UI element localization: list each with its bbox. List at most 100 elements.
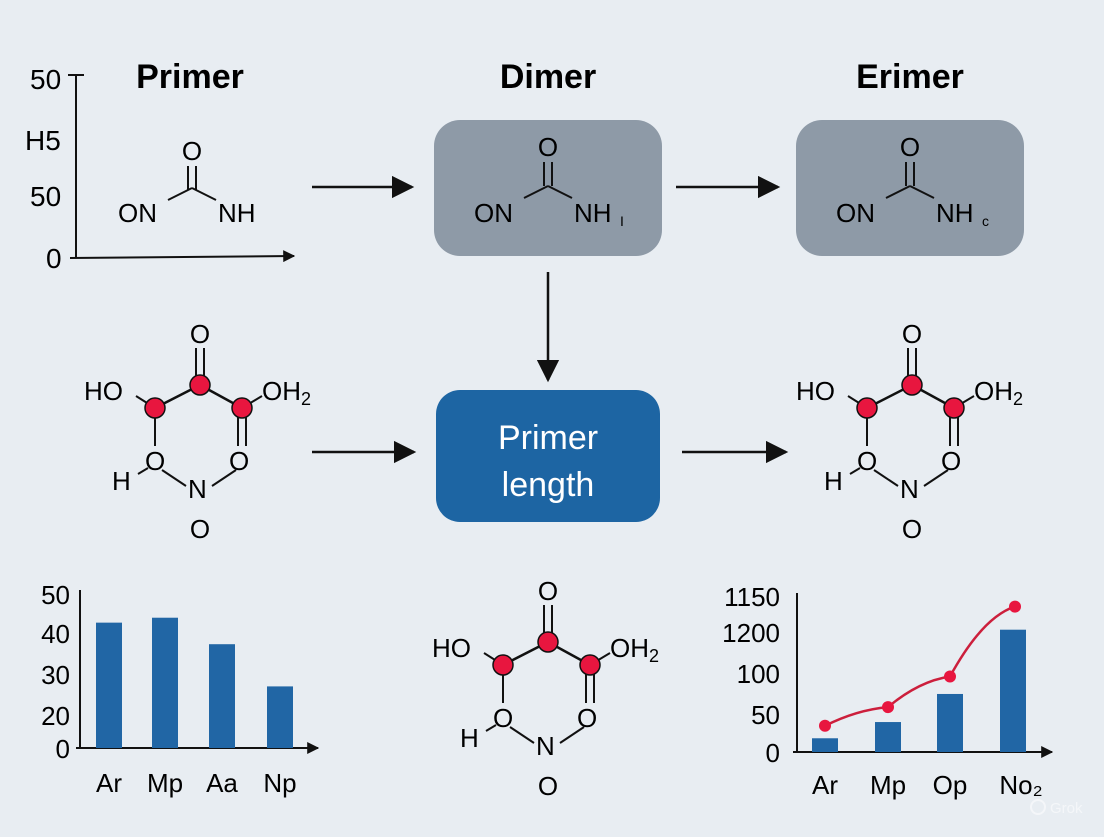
grok-logo-icon <box>1030 799 1046 815</box>
bar-chart-left-category-label: Ar <box>96 768 122 798</box>
atom-label: HO <box>796 376 835 406</box>
atom-label: O <box>941 446 961 476</box>
top-left-tick-label: 50 <box>30 181 61 212</box>
ring-node <box>943 397 965 419</box>
combo-chart-right-tick-label: 50 <box>751 700 780 730</box>
atom-label: OH <box>262 376 301 406</box>
bond <box>509 726 535 744</box>
atom-label: H <box>824 466 843 496</box>
ring-node <box>901 374 923 396</box>
bond <box>885 185 911 199</box>
combo-chart-right-category-label: Ar <box>812 770 838 800</box>
atom-label: HO <box>432 633 471 663</box>
bar-chart-left-category-label: Np <box>263 768 296 798</box>
bar-chart-left-category-label: Aa <box>206 768 238 798</box>
atom-label: O <box>182 136 202 166</box>
atom-label: O <box>145 446 165 476</box>
ring-molecule-bottom-holder: O HO OH 2 O O H N O <box>432 576 659 801</box>
bar <box>812 738 838 752</box>
bar-chart-left-category-label: Mp <box>147 768 183 798</box>
erimer-box <box>796 120 1024 256</box>
bond <box>559 726 585 744</box>
watermark: Grok <box>1030 799 1083 817</box>
dimer-box <box>434 120 662 256</box>
bond <box>923 469 949 487</box>
bar <box>209 644 235 748</box>
primer-length-box <box>436 390 660 522</box>
primer-length-line1: Primer <box>498 419 598 457</box>
molecule-dimer: O ON NH I <box>474 132 624 229</box>
bond <box>523 185 549 199</box>
bond <box>161 469 187 487</box>
ring-node <box>537 631 559 653</box>
atom-subscript: 2 <box>301 389 311 409</box>
atom-subscript: I <box>620 213 624 229</box>
bar-chart-left-tick-label: 0 <box>56 734 70 764</box>
ring-molecule-right: O HO OH 2 O O H N O <box>796 319 1023 544</box>
atom-label: N <box>188 474 207 504</box>
combo-chart-right-category-label: No₂ <box>999 770 1042 800</box>
bond <box>211 469 237 487</box>
atom-label: HO <box>84 376 123 406</box>
atom-label: N <box>536 731 555 761</box>
bar <box>875 722 901 752</box>
atom-label: ON <box>118 198 157 228</box>
top-left-axes: 50 H5 50 0 <box>25 64 296 274</box>
top-left-x-axis <box>69 250 296 263</box>
ring-node <box>579 654 601 676</box>
bond <box>167 187 193 201</box>
atom-label: O <box>902 319 922 349</box>
bond <box>137 467 149 475</box>
atom-label: NH <box>218 198 256 228</box>
atom-label: O <box>538 576 558 606</box>
line-point <box>944 670 956 683</box>
top-left-tick-label: 50 <box>30 64 61 95</box>
ring-node <box>189 374 211 396</box>
atom-label: O <box>538 132 558 162</box>
bond <box>849 467 861 475</box>
bar-chart-left-tick-label: 30 <box>41 660 70 690</box>
atom-label: N <box>900 474 919 504</box>
ring-node <box>231 397 253 419</box>
ring-molecule-right-holder: O HO OH 2 O O H N O <box>796 319 1023 544</box>
bond <box>547 185 573 199</box>
combo-chart-right-tick-label: 0 <box>766 738 780 768</box>
atom-label: NH <box>936 198 974 228</box>
atom-label: ON <box>836 198 875 228</box>
molecule-primer: O ON NH <box>118 136 256 228</box>
bond <box>873 469 899 487</box>
combo-chart-right-tick-label: 100 <box>737 659 780 689</box>
combo-chart-right-category-label: Mp <box>870 770 906 800</box>
atom-label: O <box>538 771 558 801</box>
bar-chart-left-tick-label: 40 <box>41 619 70 649</box>
atom-label: O <box>900 132 920 162</box>
atom-label: O <box>577 703 597 733</box>
line-point <box>1009 600 1021 613</box>
bar <box>937 693 963 752</box>
ring-node <box>144 397 166 419</box>
title-dimer: Dimer <box>500 58 596 96</box>
atom-subscript: c <box>982 213 989 229</box>
atom-label: O <box>493 703 513 733</box>
bar <box>96 622 122 748</box>
ring-molecule-bottom: O HO OH 2 O O H N O <box>432 576 659 801</box>
atom-label: O <box>902 514 922 544</box>
atom-label: NH <box>574 198 612 228</box>
atom-label: OH <box>974 376 1013 406</box>
atom-label: OH <box>610 633 649 663</box>
bond <box>485 724 497 732</box>
bar <box>1000 629 1026 752</box>
bar <box>267 686 293 748</box>
watermark-text: Grok <box>1050 800 1083 817</box>
title-primer: Primer <box>136 58 244 96</box>
combo-chart-right-tick-label: 1200 <box>722 618 780 648</box>
ring-node <box>856 397 878 419</box>
atom-label: H <box>460 723 479 753</box>
title-erimer: Erimer <box>856 58 964 96</box>
combo-chart-right-category-label: Op <box>933 770 968 800</box>
bar-chart-left-tick-label: 20 <box>41 701 70 731</box>
